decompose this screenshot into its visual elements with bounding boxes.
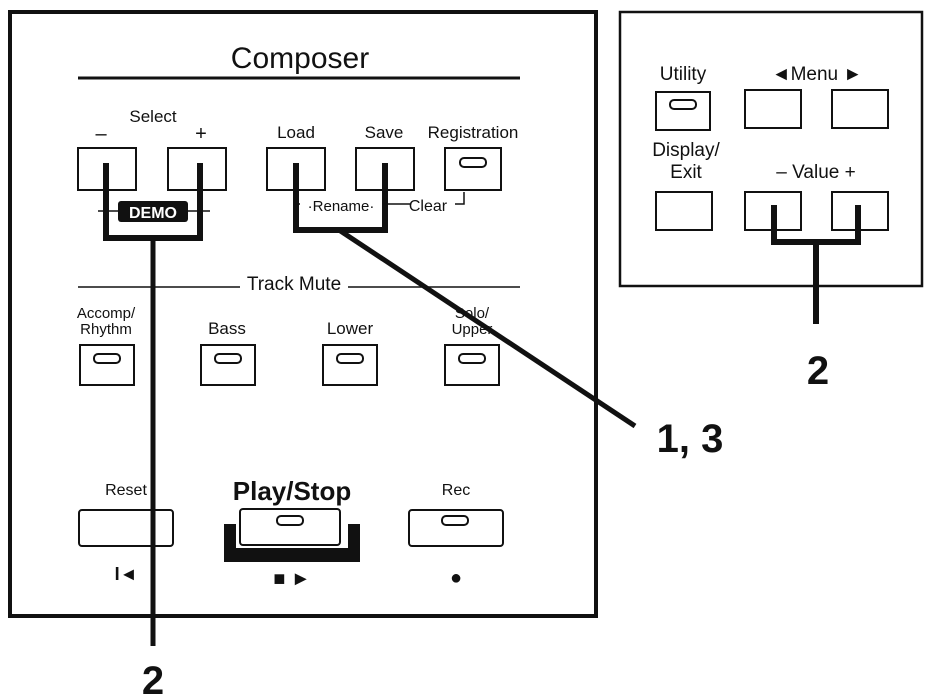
load-label: Load [277,123,315,142]
save-label: Save [365,123,404,142]
bass-button[interactable] [200,344,256,386]
play-stop-base [224,524,360,562]
bass-label: Bass [208,319,246,338]
display-label-2: Exit [670,162,702,183]
rename-label: ·Rename· [308,198,375,215]
lower-button[interactable] [322,344,378,386]
select-plus-label: + [195,123,207,145]
reset-button[interactable] [78,509,174,547]
rec-indicator [441,515,469,526]
rec-button[interactable] [408,509,504,547]
play-stop-label: Play/Stop [233,476,351,506]
accomp-rhythm-button[interactable] [79,344,135,386]
lower-indicator [336,353,364,364]
composer-title: Composer [231,42,369,75]
utility-label: Utility [660,64,707,85]
bass-indicator [214,353,242,364]
solo-upper-button[interactable] [444,344,500,386]
registration-button[interactable] [444,147,502,191]
accomp-label-2: Rhythm [80,321,132,338]
rec-symbol: ● [450,567,462,589]
clear-hook [455,192,465,205]
select-minus-label: – [95,123,107,145]
display-exit-button[interactable] [655,191,713,231]
lower-label: Lower [327,319,374,338]
demo-text: DEMO [129,205,177,222]
menu-right-button[interactable] [831,89,889,129]
reset-label: Reset [105,482,147,499]
solo-label-1: Solo/ [455,305,490,322]
utility-indicator [669,99,697,110]
accomp-indicator [93,353,121,364]
play-stop-symbol: ■ ► [273,568,310,590]
registration-label: Registration [428,123,519,142]
registration-indicator [459,157,487,168]
track-mute-label: Track Mute [247,274,341,295]
callout-1-3: 1, 3 [657,417,724,461]
clear-label: Clear [409,198,448,215]
callout-2-bottom: 2 [142,659,164,698]
rename-label-bg [300,197,382,213]
callout-2-right: 2 [807,349,829,393]
load-save-callout-line [337,227,637,429]
demo-badge [118,201,188,222]
reset-symbol: I◄ [115,564,138,584]
display-label-1: Display/ [652,140,720,161]
value-label: – Value + [776,162,855,183]
rec-label: Rec [442,482,470,499]
select-label: Select [129,107,177,126]
solo-indicator [458,353,486,364]
control-panel-frame [618,10,924,288]
menu-label: ◄Menu ► [772,64,862,85]
play-stop-indicator [276,515,304,526]
accomp-label-1: Accomp/ [77,305,136,322]
utility-button[interactable] [655,91,711,131]
play-stop-button[interactable] [239,508,341,546]
composer-panel-frame [8,10,598,618]
menu-left-button[interactable] [744,89,802,129]
